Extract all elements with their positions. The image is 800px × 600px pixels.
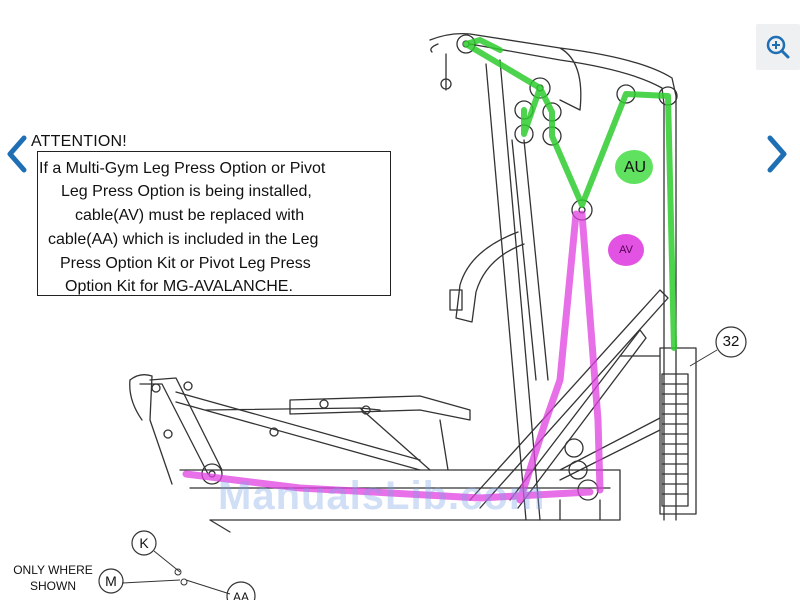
next-page-button[interactable] — [762, 132, 792, 176]
zoom-in-icon — [766, 35, 790, 59]
callout-aa: AA — [232, 590, 249, 600]
attention-line: Press Option Kit or Pivot Leg Press — [60, 255, 311, 272]
attention-line: Option Kit for MG-AVALANCHE. — [65, 278, 293, 295]
note-only-where: ONLY WHERE — [13, 563, 93, 577]
note-shown: SHOWN — [30, 579, 76, 593]
chevron-left-icon — [7, 135, 27, 173]
callout-32: 32 — [722, 333, 740, 350]
callout-m: M — [105, 573, 117, 589]
attention-box: If a Multi-Gym Leg Press Option or Pivot… — [37, 151, 391, 296]
callout-av: AV — [619, 244, 633, 256]
attention-title: ATTENTION! — [31, 133, 127, 150]
chevron-right-icon — [767, 135, 787, 173]
attention-line: cable(AA) which is included in the Leg — [48, 231, 319, 248]
callout-k: K — [139, 535, 149, 551]
zoom-in-button[interactable] — [756, 24, 800, 70]
attention-line: Leg Press Option is being installed, — [61, 183, 312, 200]
attention-line: If a Multi-Gym Leg Press Option or Pivot — [39, 160, 326, 177]
callout-au: AU — [623, 159, 647, 176]
watermark: ManualsLib.com — [218, 474, 546, 518]
previous-page-button[interactable] — [2, 132, 32, 176]
attention-line: cable(AV) must be replaced with — [75, 207, 305, 224]
